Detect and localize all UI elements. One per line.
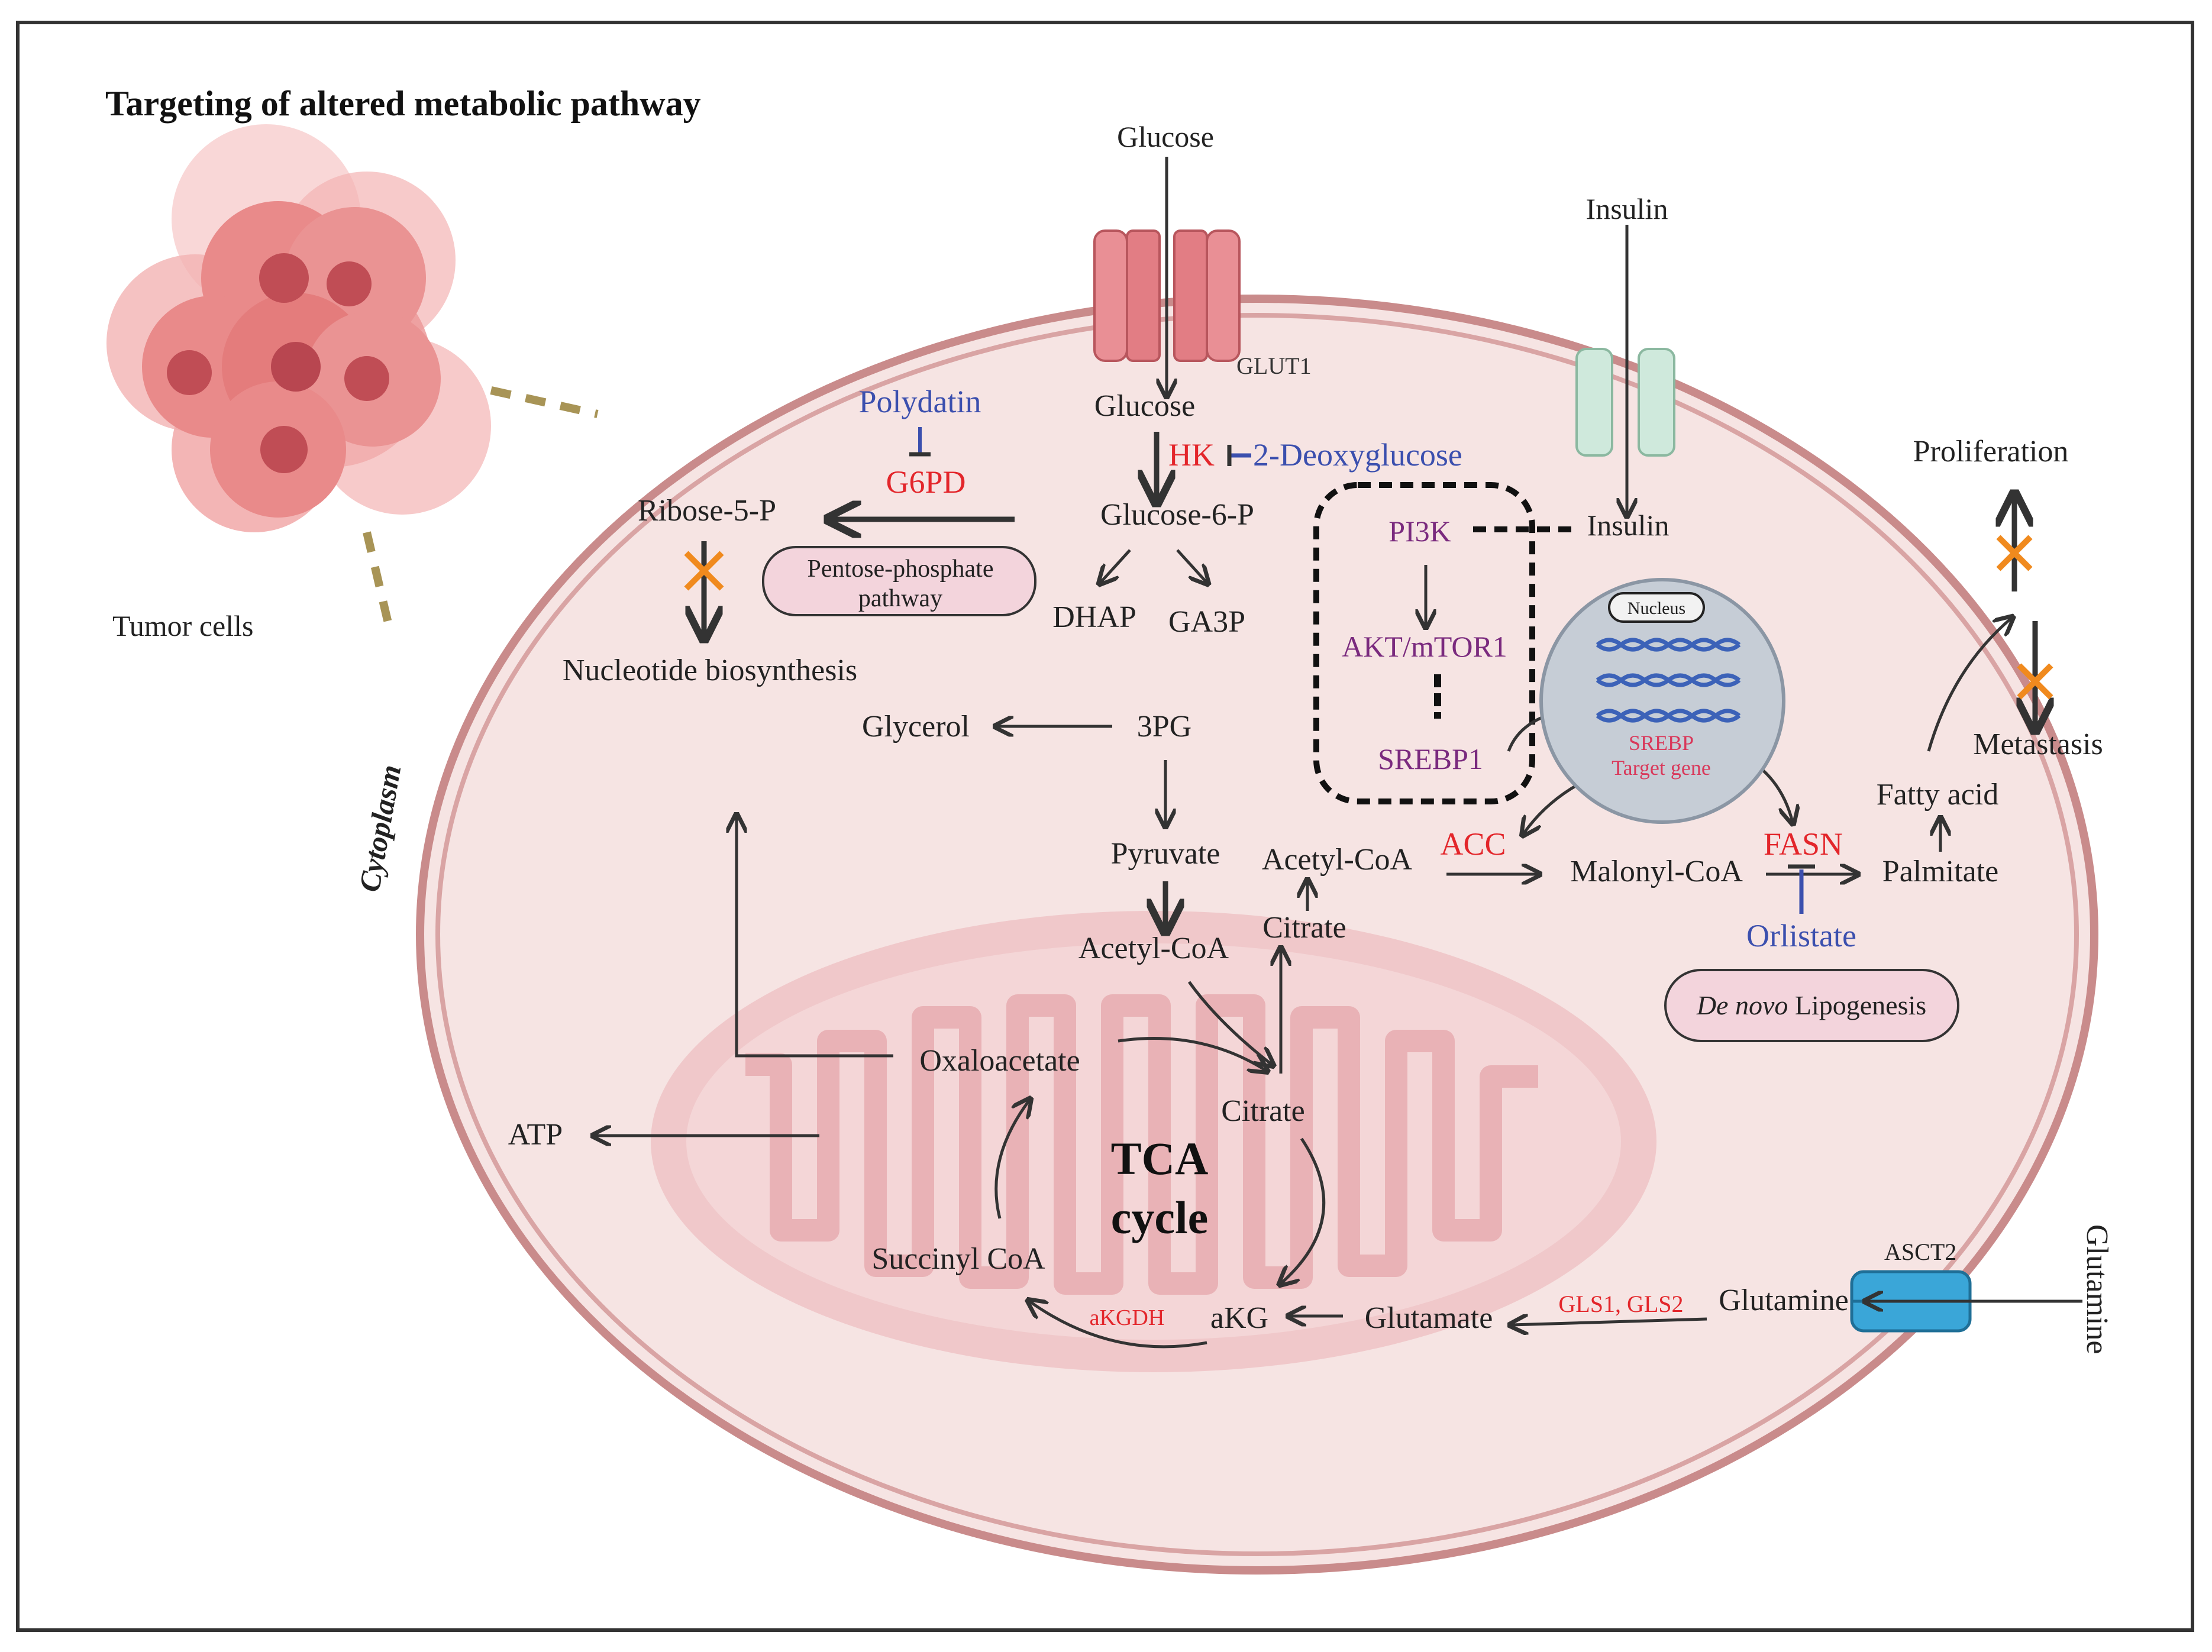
nucleotide-label: Nucleotide biosynthesis: [563, 654, 857, 687]
fattyacid-to-proliferation-arrow: [1927, 618, 2011, 752]
ppp-pill: [762, 546, 1036, 616]
ppp-line1: Pentose-phosphate: [808, 555, 994, 583]
hk-label: HK: [1168, 437, 1215, 473]
pi3k-label: PI3K: [1388, 515, 1451, 548]
succinyl-label: Succinyl CoA: [871, 1242, 1045, 1276]
nucleus-tag: [1608, 592, 1705, 623]
akg-label: aKG: [1210, 1301, 1268, 1335]
citrate-cyto-label: Citrate: [1262, 911, 1346, 945]
tca-arc-akg-succinyl: [1029, 1301, 1207, 1349]
glycerol-label: Glycerol: [862, 710, 970, 743]
palmitate-label: Palmitate: [1882, 855, 1998, 888]
zoom-connector-1: [490, 386, 599, 418]
metastasis-block-mark: [2017, 663, 2053, 700]
glucose6p-label: Glucose-6-P: [1100, 498, 1254, 532]
nucleus-label: Nucleus: [1627, 599, 1685, 618]
dna-icon: [1596, 638, 1741, 723]
glut1-label: GLUT1: [1236, 353, 1312, 379]
3pg-label: 3PG: [1137, 710, 1191, 743]
insulin-outside-label: Insulin: [1586, 192, 1668, 225]
insulin-inside-label: Insulin: [1587, 509, 1670, 542]
gls-label: GLS1, GLS2: [1558, 1291, 1683, 1317]
citrate-tca-label: Citrate: [1221, 1094, 1305, 1128]
tumor-cells-illustration: [106, 124, 491, 532]
fattyacid-label: Fatty acid: [1877, 778, 1999, 812]
glut1-transporter: [1093, 229, 1241, 362]
srebp-target-line2: Target gene: [1612, 756, 1711, 780]
proliferation-label: Proliferation: [1913, 435, 2069, 468]
lipogenesis-pill: [1664, 969, 1959, 1042]
glucose-outside-label: Glucose: [1117, 120, 1214, 153]
glutamine-to-glutamate-arrow: [1512, 1319, 1707, 1325]
ribose-label: Ribose-5-P: [638, 494, 776, 528]
zoom-connector-2: [363, 531, 395, 634]
oxaloacetate-label: Oxaloacetate: [919, 1044, 1080, 1078]
atp-label: ATP: [508, 1118, 563, 1152]
oxaloacetate-to-nucleotide-arrow: [737, 816, 893, 1058]
mitochondrion: [651, 911, 1656, 1372]
tca-label-line2: cycle: [1111, 1192, 1209, 1243]
cell-membrane-inner: [435, 313, 2079, 1556]
glucose-inside-label: Glucose: [1094, 389, 1195, 423]
akt-label: AKT/mTOR1: [1342, 630, 1507, 663]
figure-title: Targeting of altered metabolic pathway: [105, 84, 701, 123]
glutamate-label: Glutamate: [1365, 1301, 1493, 1335]
glutamine-outside-label: Glutamine: [2080, 1224, 2114, 1354]
g6p-to-ga3p-arrow: [1176, 549, 1207, 583]
srebp-target-line1: SREBP: [1629, 731, 1694, 755]
tca-arc-citrate-akg: [1281, 1137, 1326, 1284]
tca-arc-oaa-citrate: [1118, 1037, 1266, 1071]
dhap-label: DHAP: [1052, 600, 1136, 634]
deoxyglucose-label: 2-Deoxyglucose: [1253, 437, 1462, 473]
acetylcoa-mito-label: Acetyl-CoA: [1078, 932, 1229, 965]
pyruvate-label: Pyruvate: [1111, 837, 1220, 871]
asct2-label: ASCT2: [1884, 1239, 1956, 1265]
ppp-line2: pathway: [858, 585, 942, 612]
insulin-receptor: [1575, 348, 1675, 457]
tca-arc-succinyl-oaa: [994, 1100, 1029, 1219]
srebp1-label: SREBP1: [1378, 742, 1483, 775]
malonyl-label: Malonyl-CoA: [1570, 855, 1743, 888]
ga3p-label: GA3P: [1168, 605, 1245, 639]
insulin-signaling-box: [1313, 482, 1535, 804]
nucleotide-block-mark: [684, 551, 724, 591]
proliferation-block-mark: [1996, 535, 2033, 571]
akgdh-label: aKGDH: [1090, 1305, 1165, 1330]
fasn-label: FASN: [1764, 826, 1843, 862]
lipogenesis-label: De novo Lipogenesis: [1696, 990, 1926, 1020]
metastasis-label: Metastasis: [1973, 728, 2103, 761]
g6p-to-dhap-arrow: [1100, 549, 1131, 583]
g6pd-label: G6PD: [886, 464, 965, 500]
polydatin-label: Polydatin: [858, 384, 981, 419]
acetylcoa-cyto-label: Acetyl-CoA: [1262, 843, 1413, 877]
tca-label-line1: TCA: [1111, 1133, 1209, 1184]
orlistate-label: Orlistate: [1746, 918, 1856, 953]
tumor-cells-label: Tumor cells: [112, 609, 253, 642]
glutamine-inside-label: Glutamine: [1719, 1284, 1849, 1317]
acc-label: ACC: [1440, 826, 1506, 862]
